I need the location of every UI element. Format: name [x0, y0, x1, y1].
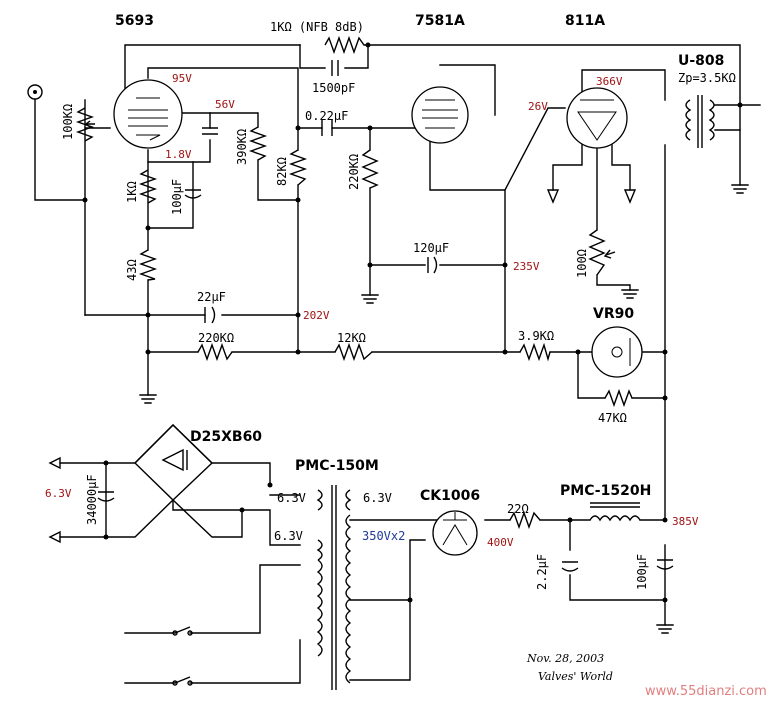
choke-icon	[589, 502, 641, 522]
ck1-cap	[184, 189, 202, 199]
heater-out-arrow-2	[48, 530, 61, 544]
r390-resistor	[248, 126, 268, 161]
c100u-cap	[656, 559, 674, 570]
label-winding-1: 6.3V	[277, 491, 306, 505]
tube-5693-icon	[113, 79, 183, 149]
r12k-resistor	[334, 342, 373, 362]
label-r22: 22Ω	[507, 502, 529, 516]
resistors	[75, 35, 633, 530]
label-vol: 100KΩ	[61, 104, 75, 140]
pot-wiper-2	[603, 249, 616, 259]
r22-resistor	[509, 510, 541, 530]
heater-arrow-1	[546, 189, 560, 204]
capacitors	[97, 60, 674, 572]
nfb-resistor	[324, 35, 368, 55]
volt-202: 202V	[303, 309, 330, 322]
label-rk1: 1KΩ	[125, 181, 139, 203]
volume-pot	[75, 107, 95, 142]
label-7581a: 7581A	[415, 13, 465, 29]
volt-v1-screen: 56V	[215, 98, 235, 111]
volt-235: 235V	[513, 260, 540, 273]
tube-7581a-icon	[411, 86, 469, 144]
label-c22u: 2.2μF	[535, 554, 549, 590]
c120-cap	[427, 256, 438, 274]
label-zp: Zp=3.5KΩ	[678, 71, 736, 85]
c34000-cap	[97, 491, 115, 502]
label-r220g: 220KΩ	[347, 154, 361, 190]
label-c120: 120μF	[413, 241, 449, 255]
label-r220d: 220KΩ	[198, 331, 234, 345]
rk1-resistor	[138, 169, 158, 204]
label-winding-hv: 350Vx2	[362, 529, 405, 543]
power-transformer-icon	[316, 485, 352, 690]
label-pot100: 100Ω	[575, 249, 589, 278]
r47k-resistor	[604, 388, 633, 408]
label-winding-2: 6.3V	[274, 529, 303, 543]
c22u-cap	[561, 561, 579, 572]
label-r47k: 47KΩ	[598, 411, 627, 425]
tube-811a-icon	[566, 87, 628, 149]
c022-cap	[321, 120, 333, 136]
c22-cap	[204, 306, 216, 324]
label-r82: 82KΩ	[275, 157, 289, 186]
output-transformer-icon	[685, 95, 715, 148]
volt-v3-grid: 26V	[528, 100, 548, 113]
label-c34000: 34000μF	[85, 474, 99, 525]
footer-author: Valves' World	[538, 670, 613, 683]
volt-rect-out: 400V	[487, 536, 514, 549]
pot100-resistor	[588, 229, 606, 276]
r220g-resistor	[361, 149, 379, 189]
label-r12k: 12KΩ	[337, 331, 366, 345]
volt-v3-plate: 366V	[596, 75, 623, 88]
tube-vr90-icon	[591, 326, 643, 378]
cscreen-cap	[202, 127, 218, 135]
r220d-resistor	[197, 342, 233, 362]
label-winding-3: 6.3V	[363, 491, 392, 505]
label-c1500: 1500pF	[312, 81, 355, 95]
watermark: www.55dianzi.com	[645, 684, 767, 699]
heater-out-arrow-1	[48, 456, 61, 470]
bridge-rectifier-icon	[134, 424, 214, 501]
mains-switch-icon	[174, 626, 191, 684]
label-5693: 5693	[115, 13, 154, 29]
label-c022: 0.22μF	[305, 109, 348, 123]
label-vr90: VR90	[593, 306, 634, 322]
label-u808: U-808	[678, 53, 724, 69]
c1500-cap	[331, 60, 339, 76]
label-c100u: 100μF	[635, 554, 649, 590]
r43-resistor	[138, 249, 158, 281]
label-pmc150m: PMC-150M	[295, 458, 379, 474]
label-r43: 43Ω	[125, 259, 139, 281]
pot-wiper-1	[84, 120, 95, 128]
label-ck1: 100μF	[170, 179, 184, 215]
volt-bplus: 385V	[672, 515, 699, 528]
footer-date: Nov. 28, 2003	[526, 652, 604, 665]
wires	[34, 44, 761, 684]
tube-ck1006-icon	[432, 510, 478, 556]
label-bridge: D25XB60	[190, 429, 262, 445]
label-r390: 390KΩ	[235, 129, 249, 165]
label-c22: 22μF	[197, 290, 226, 304]
volt-v1-plate: 95V	[172, 72, 192, 85]
label-ck1006: CK1006	[420, 488, 480, 504]
input-jack-icon	[27, 84, 43, 100]
r39k-resistor	[519, 342, 551, 362]
junctions	[82, 42, 743, 603]
label-r39k: 3.9KΩ	[518, 329, 554, 343]
heater-arrow-2	[623, 189, 637, 204]
r82-resistor	[288, 149, 308, 186]
volt-v1-cathode: 1.8V	[165, 148, 192, 161]
label-811a: 811A	[565, 13, 605, 29]
label-pmc1520h: PMC-1520H	[560, 483, 651, 499]
grounds	[139, 184, 749, 634]
label-nfb: 1KΩ (NFB 8dB)	[270, 20, 364, 34]
volt-heater: 6.3V	[45, 487, 72, 500]
